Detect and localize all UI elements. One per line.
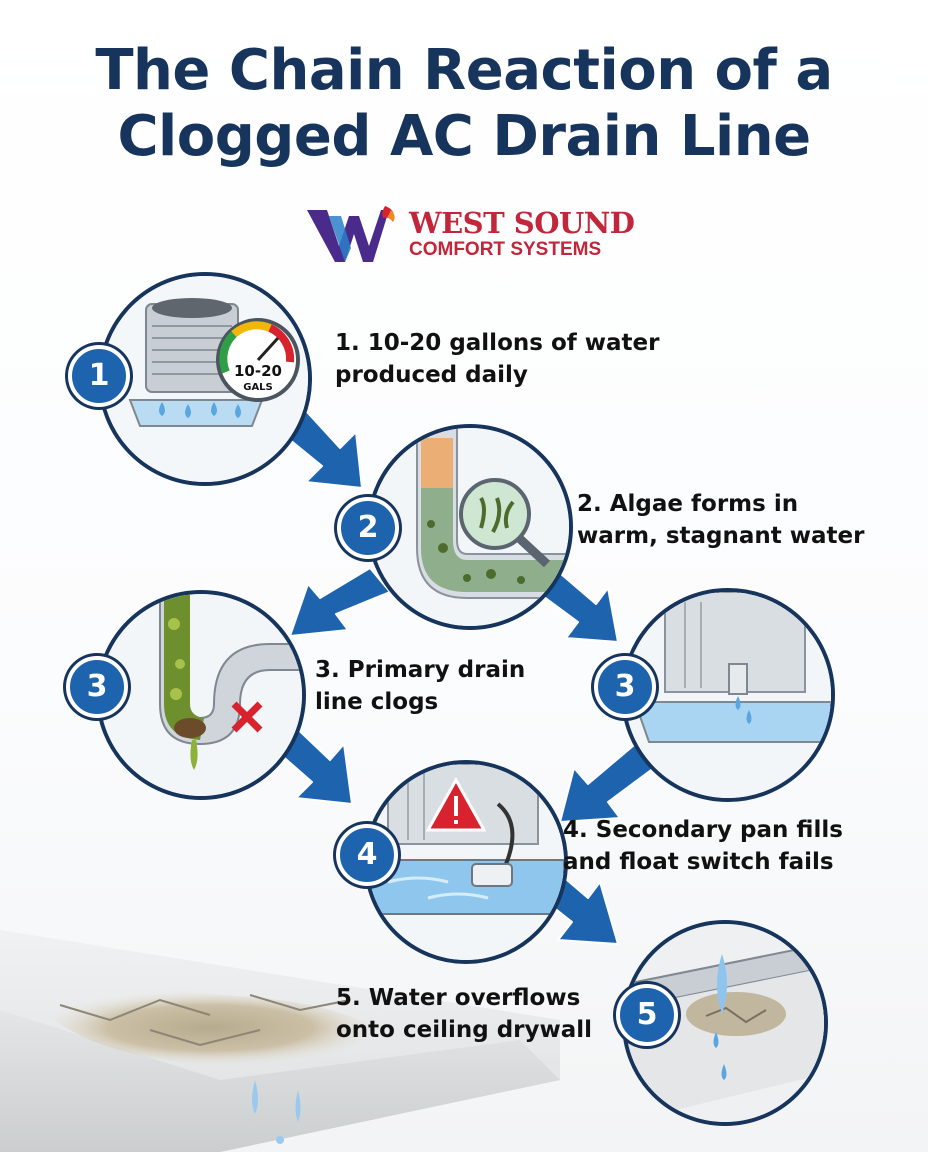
step-5-line-2: onto ceiling drywall (336, 1017, 593, 1043)
ac-unit-gauge-icon: 10-20 GALS (102, 276, 308, 482)
step-3-line-1: 3. Primary drain (315, 657, 526, 683)
step-4-badge: 4 (336, 824, 398, 886)
step-3-secondary-illustration (621, 588, 835, 802)
step-2-illustration (367, 424, 573, 630)
step-1-illustration: 10-20 GALS (98, 272, 312, 486)
step-1-line-1: 1. 10-20 gallons of water (335, 330, 660, 356)
step-2-line-1: 2. Algae forms in (577, 491, 799, 517)
step-2-badge: 2 (337, 497, 399, 559)
logo-company-subtitle: COMFORT SYSTEMS (409, 239, 602, 260)
step-4-line-2: and float switch fails (563, 849, 834, 875)
clogged-pipe-icon (100, 594, 302, 796)
arrow-2-to-3-left (289, 567, 391, 637)
step-2-text: 2. Algae forms in warm, stagnant water (577, 488, 864, 552)
warning-float-switch-icon (368, 764, 564, 960)
drip-pan-overflow-icon (625, 592, 831, 798)
step-5-line-1: 5. Water overflows (336, 985, 581, 1011)
step-5-text: 5. Water overflows onto ceiling drywall (336, 982, 592, 1046)
step-3-line-2: line clogs (315, 689, 439, 715)
step-3-text: 3. Primary drain line clogs (315, 654, 525, 718)
gauge-value: 10-20 (234, 362, 282, 380)
step-1-line-2: produced daily (335, 362, 528, 388)
step-4-illustration (364, 760, 568, 964)
step-3-secondary-badge: 3 (594, 656, 656, 718)
company-logo: WEST SOUND COMFORT SYSTEMS (305, 200, 635, 270)
gauge-unit: GALS (243, 382, 273, 393)
title-line-2: Clogged AC Drain Line (117, 104, 811, 169)
step-4-text: 4. Secondary pan fills and float switch … (563, 814, 843, 878)
title-line-1: The Chain Reaction of a (95, 38, 833, 103)
step-1-badge: 1 (68, 345, 130, 407)
step-3-primary-illustration (96, 590, 306, 800)
logo-w-mark-icon (307, 206, 395, 262)
step-2-line-2: warm, stagnant water (577, 523, 865, 549)
step-4-line-1: 4. Secondary pan fills (563, 817, 843, 843)
step-1-text: 1. 10-20 gallons of water produced daily (335, 327, 659, 391)
step-3-primary-badge: 3 (66, 656, 128, 718)
page-title: The Chain Reaction of a Clogged AC Drain… (0, 38, 928, 170)
step-5-badge: 5 (616, 984, 678, 1046)
logo-company-name: WEST SOUND (409, 206, 635, 240)
algae-pipe-magnifier-icon (371, 428, 569, 626)
